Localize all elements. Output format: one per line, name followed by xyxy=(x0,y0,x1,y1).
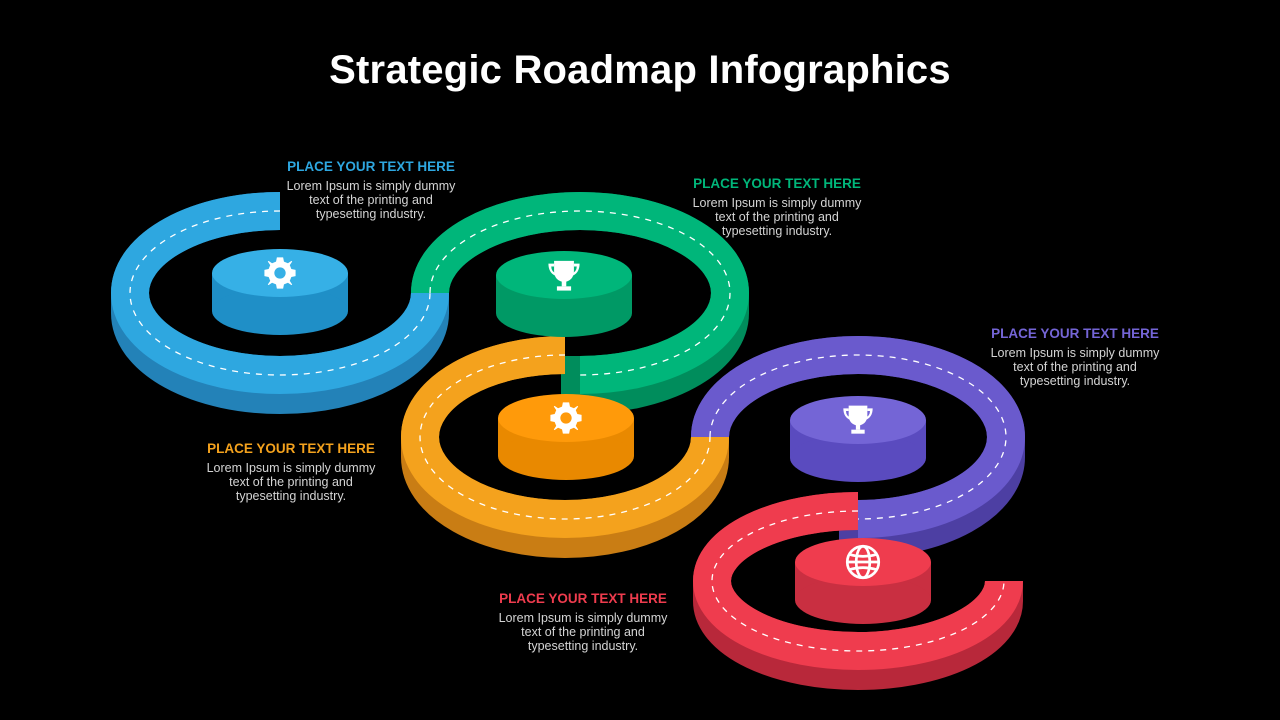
step-5-heading: PLACE YOUR TEXT HERE xyxy=(499,591,667,606)
roadmap-ring-2 xyxy=(411,191,750,415)
step-2-cylinder xyxy=(496,251,632,337)
roadmap-ring-1 xyxy=(110,192,449,415)
roadmap-ring-5 xyxy=(692,492,1023,691)
step-4-text: Lorem Ipsum is simply dummy text of the … xyxy=(990,346,1160,388)
gear-icon xyxy=(550,402,582,434)
step-5-label: PLACE YOUR TEXT HERE Lorem Ipsum is simp… xyxy=(468,591,698,653)
step-1-label: PLACE YOUR TEXT HERE Lorem Ipsum is simp… xyxy=(256,159,486,221)
step-2-heading: PLACE YOUR TEXT HERE xyxy=(693,176,861,191)
roadmap-ring-4 xyxy=(691,335,1026,559)
step-2-text: Lorem Ipsum is simply dummy text of the … xyxy=(692,196,862,238)
step-5-text: Lorem Ipsum is simply dummy text of the … xyxy=(498,611,668,653)
step-4-heading: PLACE YOUR TEXT HERE xyxy=(991,326,1159,341)
page-title: Strategic Roadmap Infographics xyxy=(329,48,951,92)
step-1-heading: PLACE YOUR TEXT HERE xyxy=(287,159,455,174)
step-3-text: Lorem Ipsum is simply dummy text of the … xyxy=(206,461,376,503)
step-1-text: Lorem Ipsum is simply dummy text of the … xyxy=(286,179,456,221)
step-2-label: PLACE YOUR TEXT HERE Lorem Ipsum is simp… xyxy=(662,176,892,238)
gear-icon xyxy=(264,257,296,289)
step-3-label: PLACE YOUR TEXT HERE Lorem Ipsum is simp… xyxy=(176,441,406,503)
step-5-cylinder xyxy=(795,538,931,624)
step-4-label: PLACE YOUR TEXT HERE Lorem Ipsum is simp… xyxy=(960,326,1190,388)
step-3-heading: PLACE YOUR TEXT HERE xyxy=(207,441,375,456)
roadmap-ring-3 xyxy=(400,336,729,559)
